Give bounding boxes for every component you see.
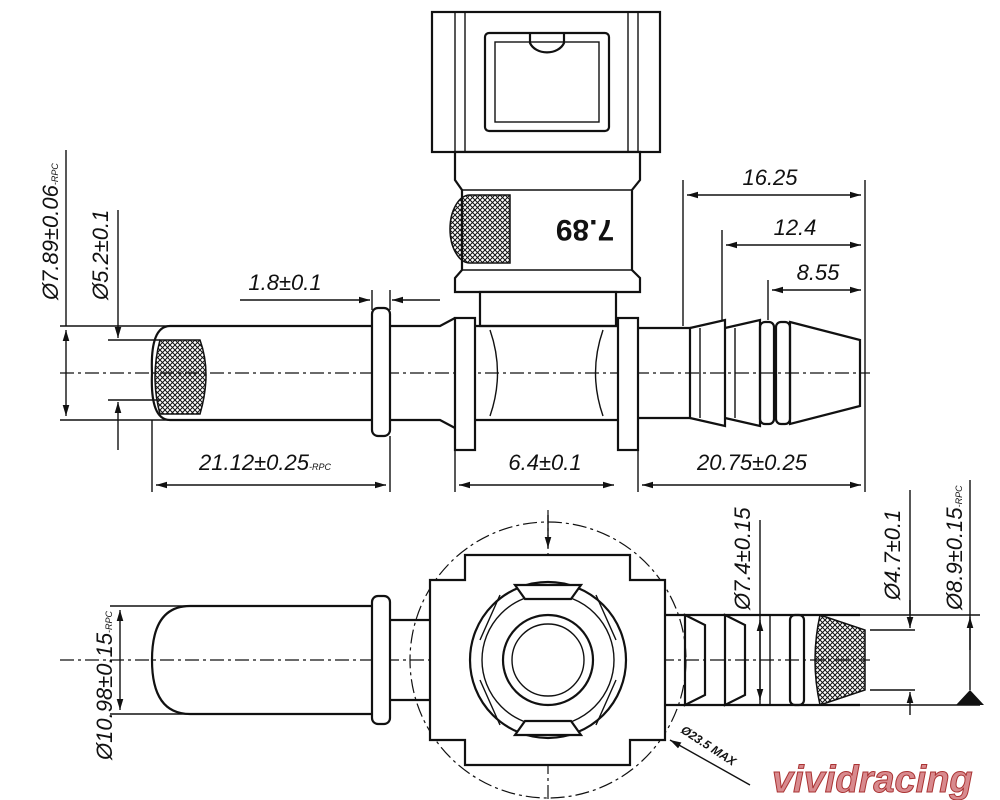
dim-body-width: 6.4±0.1 <box>508 450 581 475</box>
dimension-lines-bottom <box>110 480 984 786</box>
tee-body <box>453 316 640 452</box>
dim-barb-length: 20.75±0.25 <box>696 450 808 475</box>
dim-tube-length: 21.12±0.25-RPC <box>198 450 331 475</box>
connector-cap <box>430 10 662 154</box>
dim-barb-max-od: Ø8.9±0.15-RPC <box>942 485 967 611</box>
dim-flange-od: Ø10.98±0.15-RPC <box>92 610 117 761</box>
dim-barb-od: Ø7.4±0.15 <box>730 507 755 611</box>
connector-neck: 7.89 <box>449 150 642 328</box>
dim-8-55: 8.55 <box>797 260 841 285</box>
watermark-logo: vividracing <box>772 759 973 800</box>
end-view: Ø10.98±0.15-RPC Ø7.4±0.15 Ø4.7±0.1 Ø8.9±… <box>60 480 984 800</box>
right-barb-bottom <box>665 613 866 707</box>
dim-16-25: 16.25 <box>742 165 798 190</box>
side-view: 7.89 <box>38 10 870 492</box>
part-marking: 7.89 <box>556 213 614 246</box>
left-tube-bottom <box>150 594 430 726</box>
dim-tube-od: Ø7.89±0.06-RPC <box>38 163 63 301</box>
left-tube <box>150 306 456 438</box>
dim-barb-id: Ø4.7±0.1 <box>880 510 905 601</box>
dim-tube-id: Ø5.2±0.1 <box>88 210 113 301</box>
body-bottom <box>428 553 667 767</box>
dim-flange-thickness: 1.8±0.1 <box>248 270 321 295</box>
right-barb <box>638 318 862 428</box>
dimension-lines-top <box>60 150 866 492</box>
dim-12-4: 12.4 <box>774 215 817 240</box>
